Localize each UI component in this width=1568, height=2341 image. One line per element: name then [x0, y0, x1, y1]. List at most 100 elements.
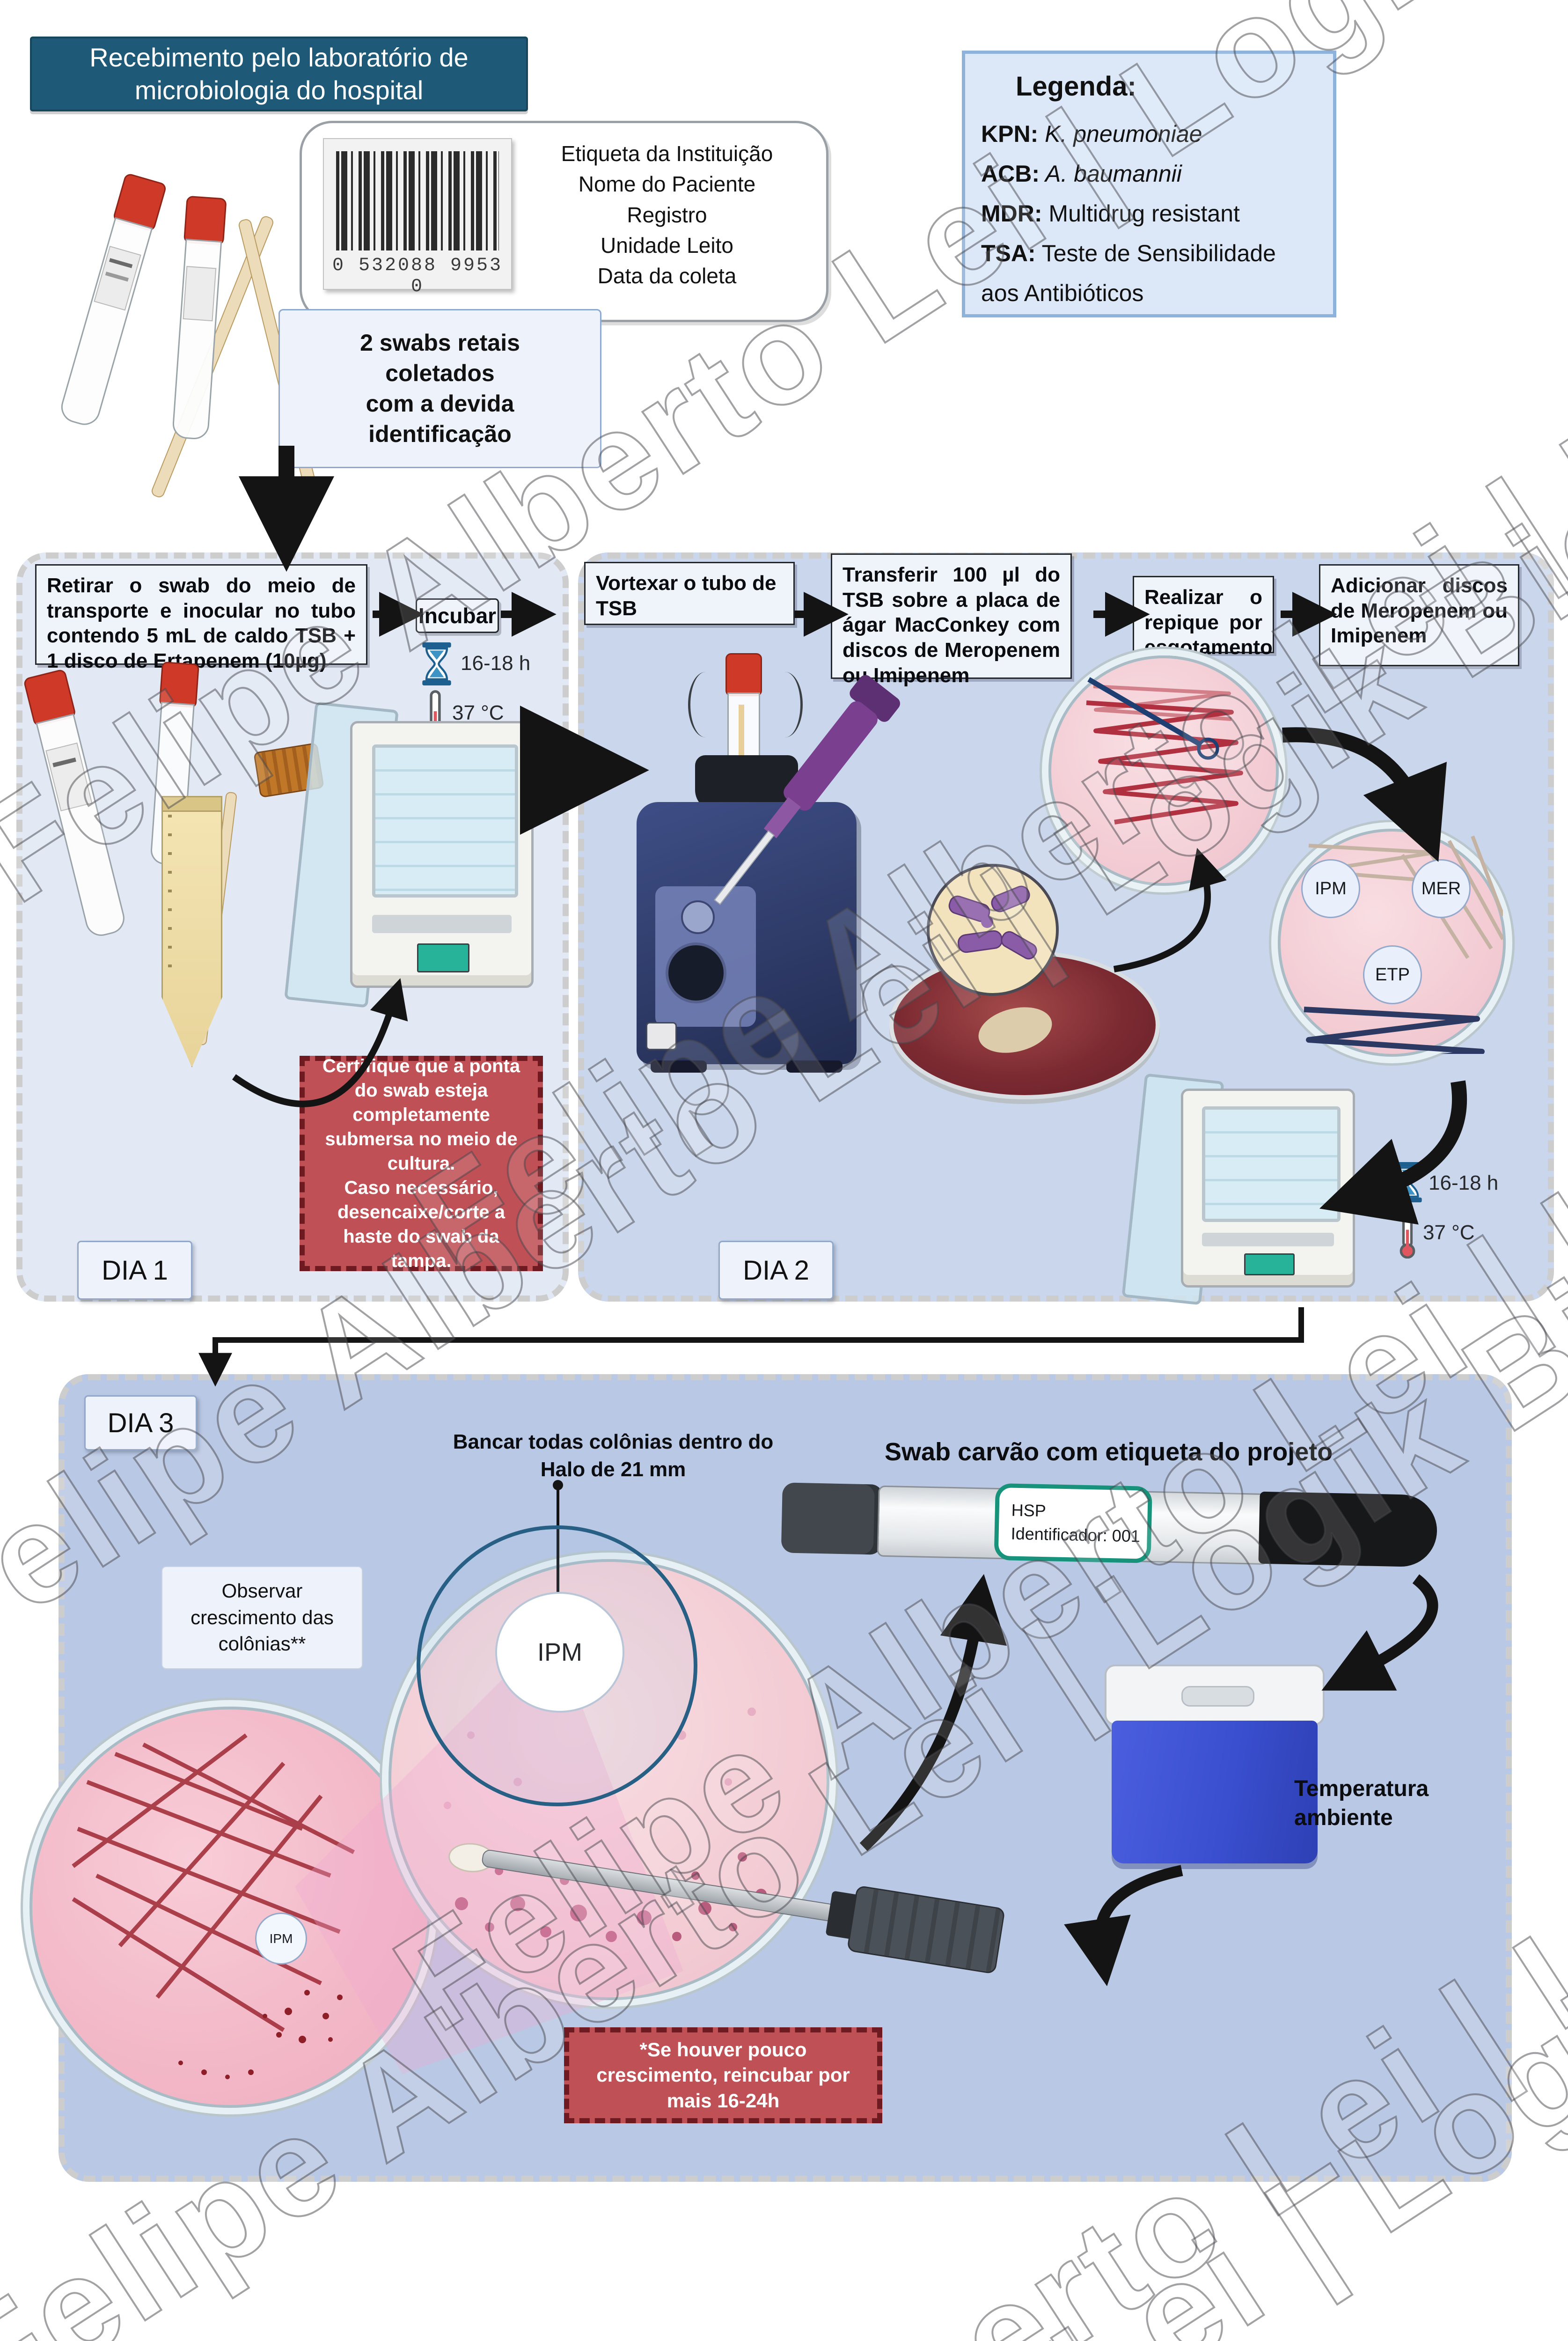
- barcode: 0 532088 9953 0: [323, 138, 512, 297]
- day2-discs-box: Adicionar discos de Meropenem ou Imipene…: [1319, 564, 1519, 666]
- halo-disc: IPM: [495, 1592, 624, 1713]
- day2-streak-text: Realizar o repique por esgotamento: [1144, 586, 1273, 659]
- day2-discs-text: Adicionar discos de Meropenem ou Imipene…: [1331, 574, 1508, 648]
- hourglass-icon: [1394, 1162, 1423, 1202]
- incubator-window: [1202, 1106, 1341, 1222]
- vortex-body: [637, 802, 857, 1064]
- legend-abbr: KPN:: [981, 121, 1039, 147]
- connector-line: [198, 1307, 1304, 1387]
- legend-desc: A. baumannii: [1039, 161, 1182, 187]
- day2-vortex-text: Vortexar o tubo de TSB: [596, 572, 777, 620]
- small-disc-label: IPM: [269, 1931, 293, 1946]
- incubator-window: [372, 744, 518, 898]
- barcode-bars-icon: [336, 151, 499, 250]
- disc-label: IPM: [1315, 878, 1347, 898]
- incubator-body: [350, 721, 534, 988]
- label-line: Data da coleta: [597, 264, 737, 288]
- cooler-body: [1112, 1721, 1318, 1863]
- growth-plate-icon: [29, 1707, 431, 2108]
- temperature-note: Temperatura ambiente: [1294, 1776, 1429, 1831]
- antibiotic-disc: IPM: [1301, 859, 1360, 918]
- label-line: Registro: [627, 202, 707, 227]
- swab-cap: [781, 1482, 883, 1555]
- pick-instruction: Bancar todas colônias dentro do Halo de …: [453, 1430, 774, 1481]
- label-line: Nome do Paciente: [578, 172, 756, 197]
- charcoal-swab-icon: HSP Identificador: 001: [781, 1475, 1438, 1582]
- label-line: Etiqueta da Instituição: [561, 141, 773, 166]
- swab-project-label: HSP Identificador: 001: [994, 1483, 1152, 1563]
- vortex-mixer-icon: [637, 653, 861, 1075]
- hourglass-icon: [421, 642, 452, 685]
- legend-abbr: MDR:: [981, 200, 1042, 227]
- day1-label: DIA 1: [77, 1241, 192, 1300]
- specimen-caption-box: 2 swabs retais coletados com a devida id…: [278, 309, 601, 468]
- legend-desc: Multidrug resistant: [1042, 200, 1240, 227]
- incubator-display: [417, 943, 470, 972]
- legend-abbr: ACB:: [981, 161, 1040, 187]
- thermometer-icon: [1399, 1209, 1416, 1259]
- page-title: Recebimento pelo laboratório de microbio…: [89, 43, 469, 105]
- swab-label-text: HSP Identificador: 001: [1011, 1500, 1141, 1546]
- legend-entry: TSA: Teste de Sensibilidade aos Antibiót…: [981, 234, 1317, 313]
- legend-desc: K. pneumoniae: [1038, 121, 1202, 147]
- day2-duration: 16-18 h: [1429, 1171, 1499, 1194]
- swab-grip: [846, 1885, 1006, 1974]
- small-ipm-disc: IPM: [255, 1913, 307, 1965]
- swab-title: Swab carvão com etiqueta do projeto: [885, 1438, 1333, 1466]
- incubate-label: Incubar: [418, 603, 497, 628]
- day2-transfer-box: Transferir 100 µl do TSB sobre a placa d…: [831, 553, 1072, 687]
- legend-entry: KPN: K. pneumoniae: [981, 114, 1317, 154]
- day3-label: DIA 3: [84, 1395, 197, 1450]
- transport-tube-icon: [169, 195, 227, 451]
- shake-arc: [768, 672, 803, 737]
- legend-desc: Teste de Sensibilidade aos Antibióticos: [981, 240, 1276, 306]
- day1-warning-text: Certifique que a ponta do swab esteja co…: [322, 1056, 520, 1271]
- legend-title: Legenda:: [1016, 71, 1136, 102]
- legend-entry: ACB: A. baumannii: [981, 154, 1317, 194]
- day2-label: DIA 2: [718, 1241, 834, 1300]
- incubate-box: Incubar: [416, 598, 499, 633]
- legend-box: Legenda: KPN: K. pneumoniae ACB: A. baum…: [962, 51, 1336, 317]
- reincubate-note-box: *Se houver pouco crescimento, reincubar …: [564, 2027, 882, 2123]
- day3-label-text: DIA 3: [107, 1407, 174, 1438]
- incubator-icon: [1121, 1073, 1355, 1305]
- day1-duration: 16-18 h: [461, 652, 531, 675]
- transport-tube-icon: [54, 172, 168, 436]
- header-banner: Recebimento pelo laboratório de microbio…: [30, 37, 528, 111]
- macconkey-plate-icon: [1048, 655, 1279, 886]
- day2-label-text: DIA 2: [743, 1255, 809, 1286]
- observe-note-text: Observar crescimento das colônias**: [191, 1579, 334, 1655]
- legend-entry: MDR: Multidrug resistant: [981, 194, 1317, 234]
- reincubate-note-text: *Se houver pouco crescimento, reincubar …: [596, 2038, 850, 2112]
- day2-vortex-box: Vortexar o tubo de TSB: [584, 562, 795, 625]
- day1-warning-box: Certifique que a ponta do swab esteja co…: [300, 1056, 543, 1271]
- antibiotic-disc: ETP: [1363, 945, 1422, 1004]
- disc-label: MER: [1421, 878, 1461, 898]
- barcode-number: 0 532088 9953 0: [332, 255, 503, 297]
- disc-diffusion-plate-icon: [1278, 829, 1506, 1057]
- cooler-icon: [1100, 1664, 1329, 1870]
- incubator-display: [1244, 1253, 1295, 1276]
- inoculum-blob: [974, 1000, 1057, 1060]
- label-text-block: Etiqueta da Instituição Nome do Paciente…: [515, 139, 819, 292]
- halo-disc-label: IPM: [537, 1638, 582, 1666]
- disc-label: ETP: [1375, 964, 1410, 985]
- incubator-icon: [284, 701, 534, 1008]
- day2-streak-box: Realizar o repique por esgotamento: [1133, 576, 1274, 659]
- cooler-lid: [1105, 1664, 1325, 1725]
- day2-temperature: 37 °C: [1423, 1221, 1475, 1244]
- day1-step-text: Retirar o swab do meio de transporte e i…: [47, 574, 356, 673]
- observe-note-box: Observar crescimento das colônias**: [161, 1566, 363, 1669]
- antibiotic-disc: MER: [1412, 859, 1471, 918]
- day1-label-text: DIA 1: [102, 1255, 168, 1286]
- day1-temperature: 37 °C: [452, 701, 504, 724]
- day1-step-box: Retirar o swab do meio de transporte e i…: [35, 564, 367, 672]
- falcon-tube-icon: [161, 796, 222, 1067]
- specimen-caption: 2 swabs retais coletados com a devida id…: [360, 330, 520, 447]
- incubator-body: [1181, 1089, 1355, 1288]
- day2-transfer-text: Transferir 100 µl do TSB sobre a placa d…: [843, 563, 1060, 687]
- label-line: Unidade Leito: [601, 233, 733, 258]
- bacteria-inset-icon: [927, 864, 1059, 996]
- swab-handle: [1258, 1491, 1438, 1568]
